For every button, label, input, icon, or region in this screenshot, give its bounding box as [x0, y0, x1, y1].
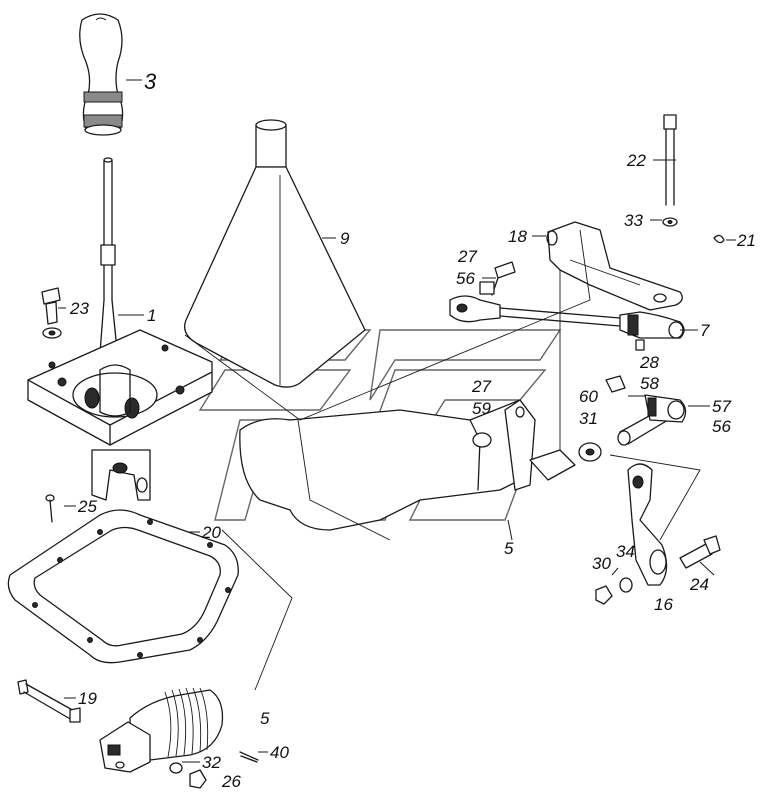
nut-26: [189, 769, 207, 789]
callout-59: 59: [472, 399, 491, 418]
callout-22: 22: [626, 151, 646, 170]
pin-19: [17, 679, 81, 723]
nut-58: [605, 375, 626, 393]
callout-40: 40: [270, 743, 289, 762]
bolt-22: [662, 114, 678, 227]
callout-25: 25: [77, 497, 97, 516]
bracket-18: [546, 221, 683, 311]
callout-1: 1: [147, 306, 156, 325]
callout-19: 19: [78, 689, 97, 708]
callout-5-lower: 5: [260, 709, 270, 728]
callout-32: 32: [202, 753, 221, 772]
assembly-lines: [184, 229, 701, 691]
callout-5-upper: 5: [504, 539, 514, 558]
shift-shaft-5-lower: [99, 687, 224, 773]
shift-lever: [27, 157, 213, 501]
rubber-boot: [183, 119, 366, 388]
callout-24: 24: [689, 575, 709, 594]
callout-7: 7: [700, 321, 710, 340]
ball-joint-57: [644, 394, 687, 423]
bolt-23: [41, 287, 62, 339]
callout-31: 31: [579, 409, 598, 428]
nut-56-upper: [479, 281, 495, 295]
washer-32: [169, 762, 183, 774]
callout-16: 16: [654, 595, 673, 614]
bolt-24: [679, 535, 721, 569]
leader-lines: [58, 79, 736, 763]
callout-3: 3: [144, 69, 157, 94]
callout-26: 26: [221, 772, 241, 791]
cotter-pin-40: [239, 751, 259, 763]
screw-25: [45, 494, 55, 523]
pin-28: [635, 339, 645, 351]
callout-9: 9: [340, 229, 350, 248]
callout-27-upper: 27: [457, 247, 477, 266]
callout-57: 57: [712, 397, 731, 416]
clip-21: [713, 234, 725, 244]
lever-16: [627, 463, 668, 586]
callout-18: 18: [508, 227, 527, 246]
callout-20: 20: [201, 523, 221, 542]
callout-30: 30: [592, 554, 611, 573]
callout-60: 60: [579, 387, 598, 406]
callout-33: 33: [624, 211, 643, 230]
washer-34: [619, 577, 633, 593]
callout-labels: 3 1 23 9 22 33 21 18 27 56 7 28 27 59 58…: [69, 69, 756, 791]
gasket-20: [7, 509, 239, 664]
callout-21: 21: [736, 231, 756, 250]
callout-58: 58: [640, 374, 659, 393]
nut-30: [595, 585, 613, 605]
shift-shaft-5-upper: [239, 399, 602, 531]
callout-28: 28: [639, 353, 659, 372]
callout-34: 34: [616, 542, 635, 561]
callout-27-mid: 27: [471, 377, 491, 396]
shift-knob: [79, 13, 124, 136]
callout-56-upper: 56: [456, 269, 475, 288]
callout-56-mid: 56: [712, 417, 731, 436]
callout-23: 23: [69, 299, 89, 318]
